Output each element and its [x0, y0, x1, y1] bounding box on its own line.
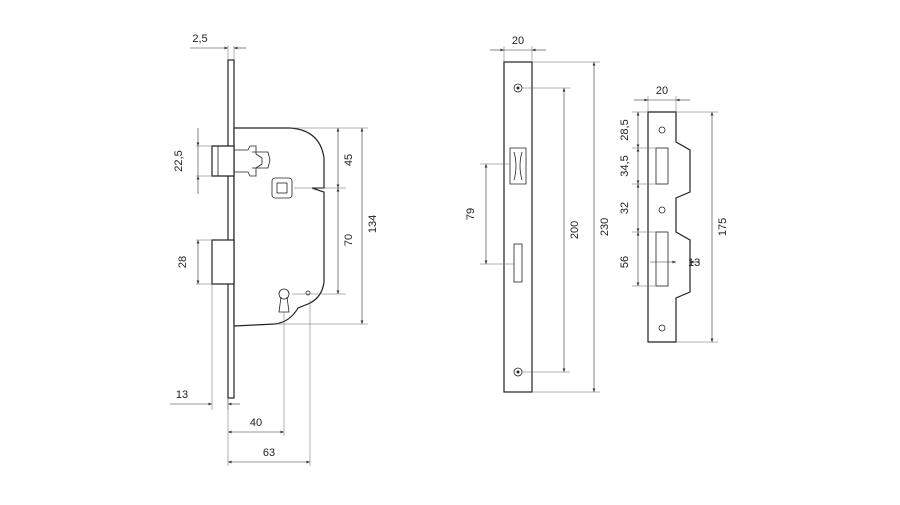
faceplate-view: 20 79 200 230 [465, 35, 611, 393]
strike-screw-bottom [658, 324, 666, 332]
dim-backset: 63 [263, 447, 275, 459]
faceplate-strip [227, 59, 235, 399]
dim-follower-to-keyhole: 70 [343, 234, 355, 246]
dim-strike-top-offset: 28,5 [619, 119, 631, 140]
strike-screw-top [658, 126, 666, 134]
faceplate-outline [503, 61, 533, 393]
dim-faceplate-width: 20 [512, 35, 524, 47]
follower-hub [271, 177, 293, 199]
dim-faceplate-length: 230 [599, 218, 611, 236]
dim-strike-lip: 13 [688, 257, 700, 269]
case-notch [305, 290, 311, 296]
strike-plate-view: 20 28,5 34,5 32 56 13 175 [619, 85, 729, 343]
dim-screw-spacing: 200 [569, 221, 581, 239]
strike-plate-outline [647, 111, 691, 343]
latch-tail [234, 145, 263, 177]
dim-backset-keyhole: 40 [250, 417, 262, 429]
strike-latch-opening [655, 147, 669, 185]
strike-screw-middle [658, 206, 666, 214]
dim-latch-height: 22,5 [173, 150, 185, 171]
dim-faceplate-thickness: 2,5 [192, 33, 207, 45]
strike-bolt-opening [655, 231, 669, 287]
faceplate-bolt-opening [513, 243, 523, 283]
latch-spring [252, 151, 271, 169]
dim-case-height: 134 [367, 215, 379, 233]
dim-strike-width: 20 [656, 85, 668, 97]
lock-case [233, 127, 325, 327]
dim-strike-bolt-opening: 56 [619, 256, 631, 268]
dim-strike-length: 175 [717, 218, 729, 236]
dim-strike-latch-opening: 34,5 [619, 155, 631, 176]
dim-bolt-height: 28 [177, 256, 189, 268]
deadbolt [211, 239, 235, 285]
faceplate-latch-opening [509, 147, 527, 185]
dim-strike-gap: 32 [619, 202, 631, 214]
lock-body-view: 2,5 22,5 28 45 70 134 13 40 [170, 33, 379, 466]
dim-latch-to-follower: 45 [343, 154, 355, 166]
latch-bolt [211, 145, 235, 177]
dim-latch-to-bolt: 79 [465, 208, 477, 220]
dim-faceplate-offset: 13 [176, 389, 188, 401]
follower-square [276, 182, 288, 194]
